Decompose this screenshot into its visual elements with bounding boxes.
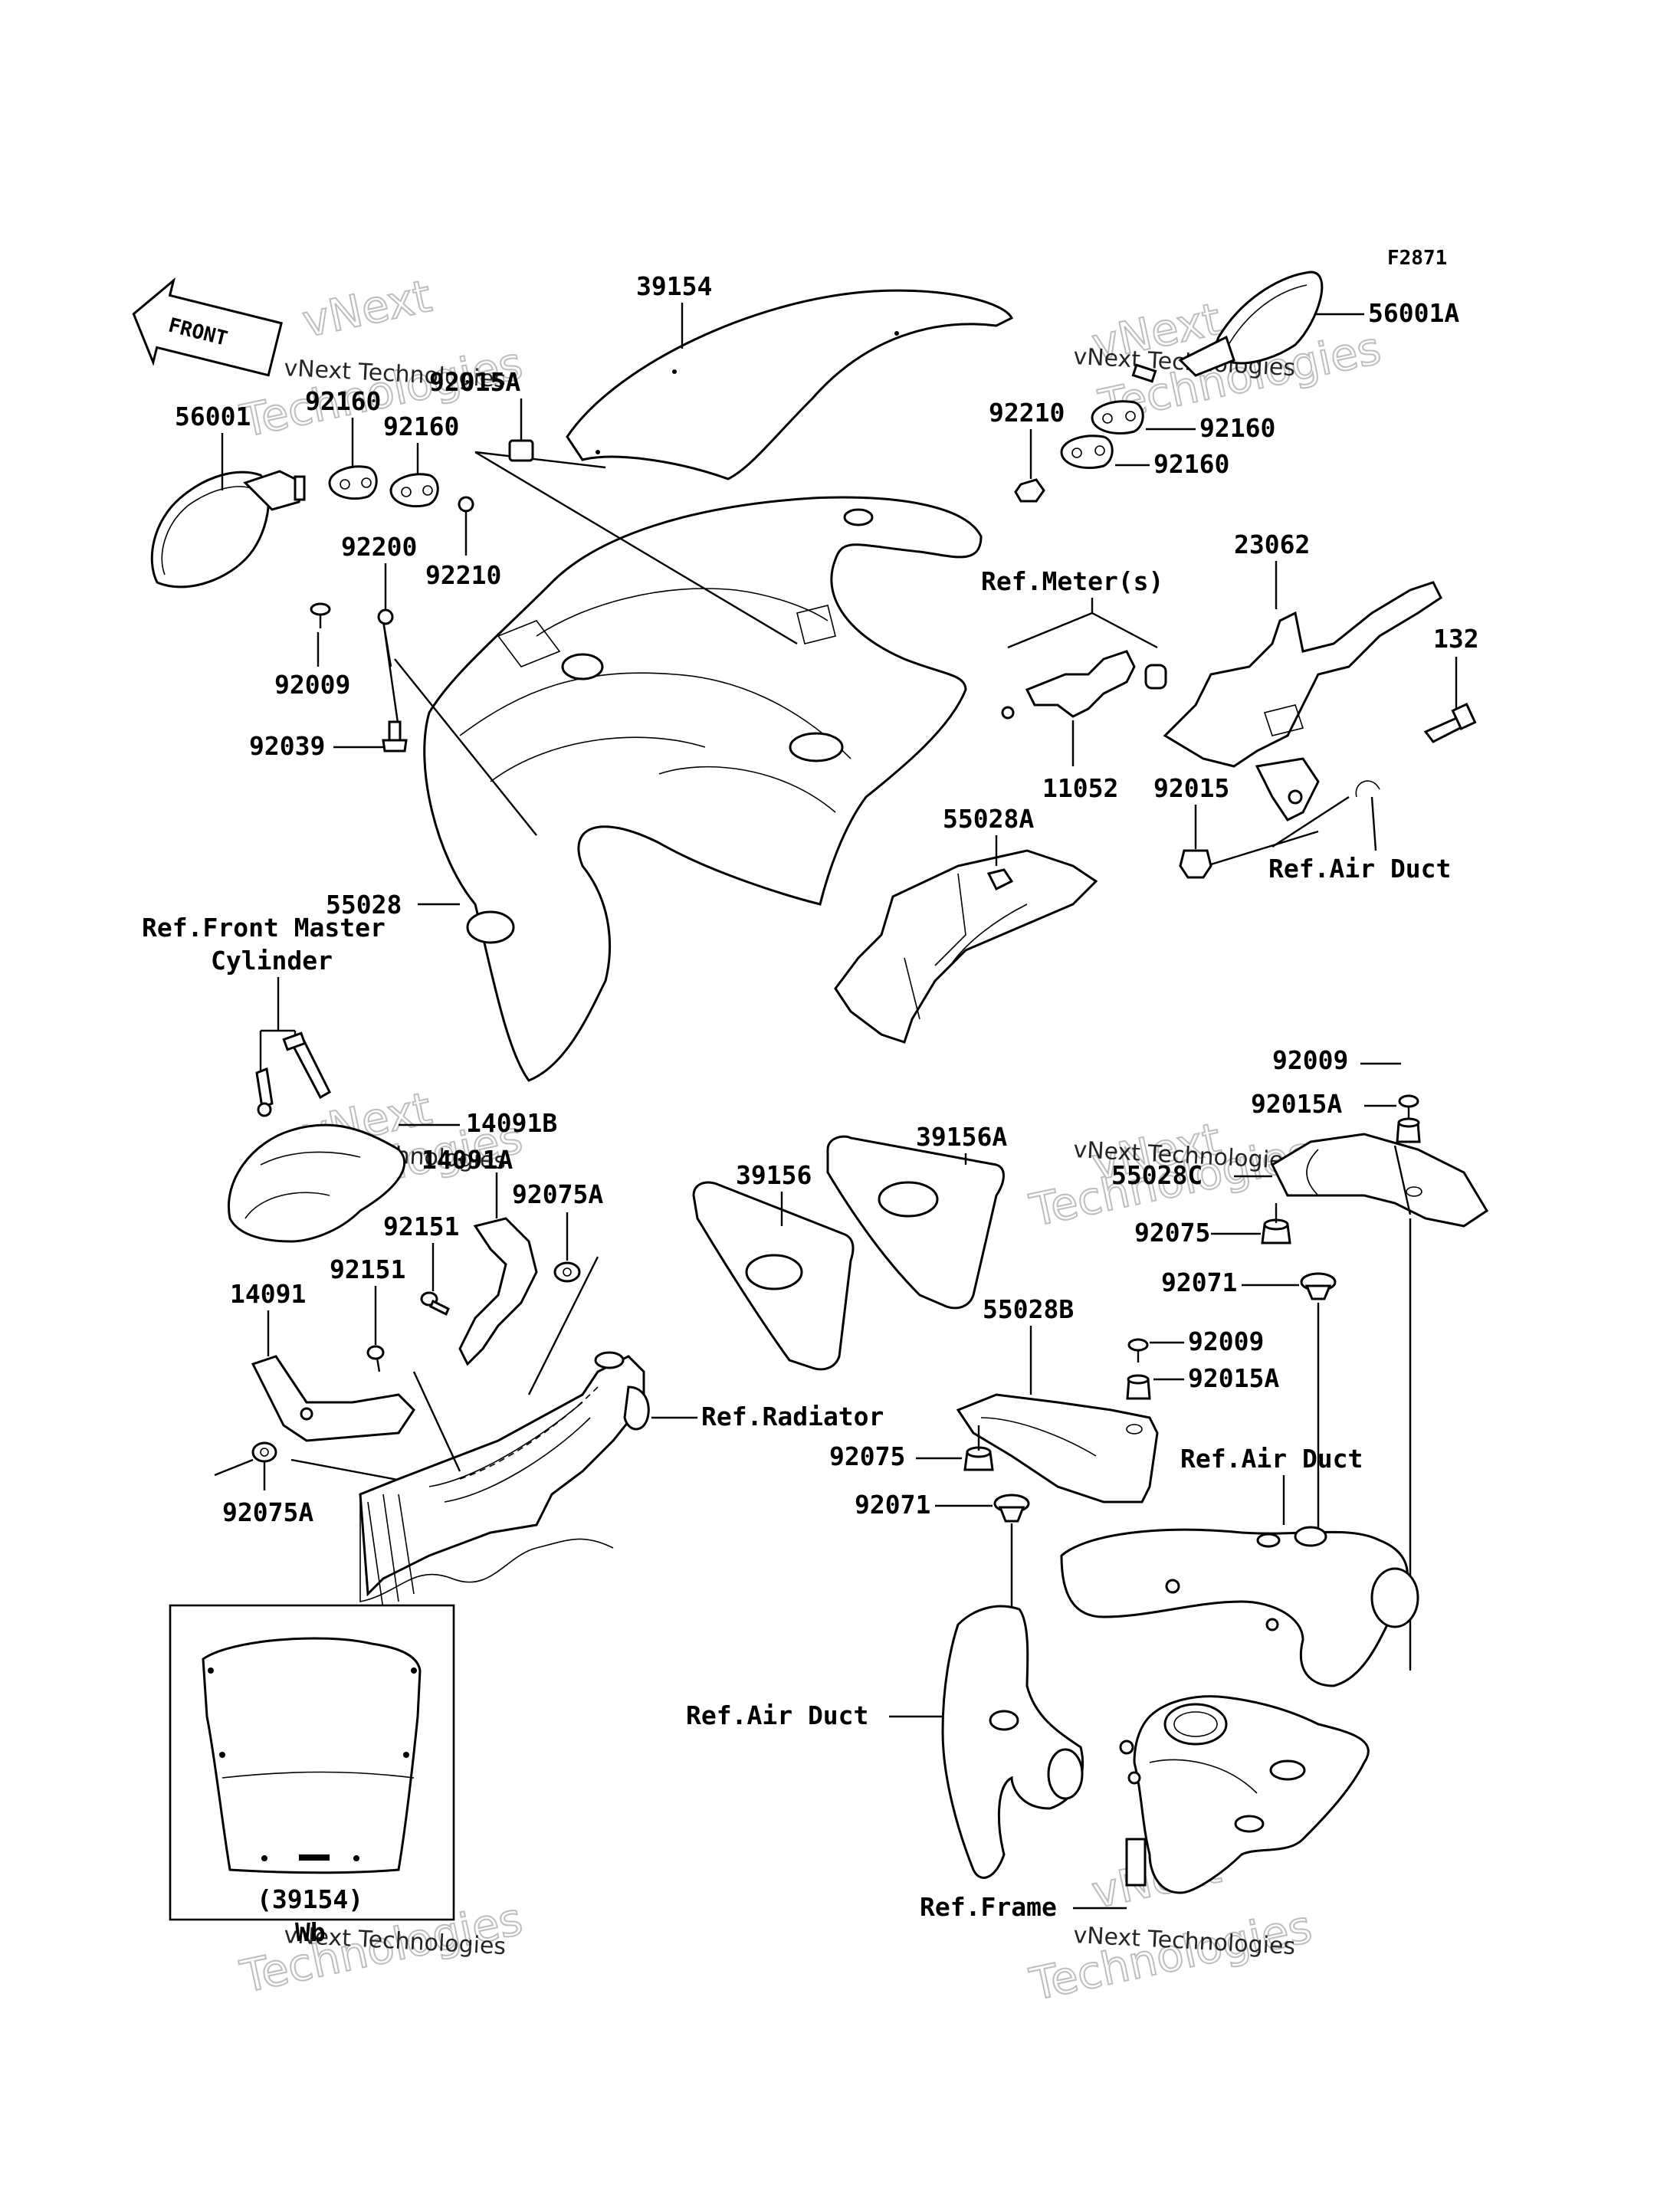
stay-bracket-part: [1163, 581, 1442, 821]
bolt-front-master-a: [255, 1067, 274, 1117]
part-label-92075A-a: 92075A: [512, 1179, 603, 1209]
washer-92160-left-a: [328, 465, 378, 500]
part-label-92009-b: 92009: [1272, 1045, 1348, 1075]
front-arrow-icon: FRONT: [132, 277, 283, 377]
part-label-92071-b: 92071: [855, 1490, 930, 1520]
windscreen-part: [566, 289, 1014, 480]
left-mirror-part: [150, 470, 306, 589]
part-label-92160-b: 92160: [383, 412, 459, 441]
part-label-92071-a: 92071: [1161, 1267, 1237, 1297]
part-label-14091B: 14091B: [466, 1108, 557, 1138]
part-label-92075-b: 92075: [829, 1441, 905, 1471]
grommet-92075A-upper: [553, 1261, 581, 1283]
part-label-55028B: 55028B: [983, 1294, 1074, 1324]
part-label-56001A: 56001A: [1368, 298, 1459, 328]
ref-frame: Ref.Frame: [920, 1892, 1057, 1922]
radiator-part: [359, 1351, 650, 1610]
grommet-92015: [1179, 849, 1212, 879]
watermark-top-left: vNext Technologies vNext Technologies: [235, 269, 528, 448]
part-label-92151-a: 92151: [383, 1212, 459, 1241]
part-label-92015A-c: 92015A: [1188, 1363, 1279, 1393]
inner-cover-55028A-part: [834, 849, 1098, 1044]
right-mirror-part: [1131, 271, 1324, 383]
ref-air-duct-3: Ref.Air Duct: [686, 1700, 868, 1730]
part-label-92200: 92200: [341, 532, 417, 562]
part-label-56001: 56001: [175, 402, 251, 431]
grommet-92075A-lower: [251, 1441, 277, 1463]
part-label-92160-c: 92160: [1199, 413, 1275, 443]
part-label-23062: 23062: [1234, 530, 1310, 559]
screw-92009-left: [310, 602, 331, 628]
part-label-39156A: 39156A: [916, 1122, 1007, 1152]
grommet-92015A-top: [508, 439, 534, 462]
grommet-92071-right-top: [1300, 1272, 1337, 1300]
air-duct-right-part: [1060, 1526, 1419, 1687]
ref-meter: Ref.Meter(s): [981, 566, 1163, 596]
part-label-92160-d: 92160: [1153, 449, 1229, 479]
grommet-92015A-right-top: [1396, 1117, 1421, 1143]
ref-front-master-cylinder: Cylinder: [211, 946, 333, 976]
nut-92210-right: [1014, 478, 1045, 503]
part-label-55028C: 55028C: [1111, 1160, 1203, 1190]
figure-code: F2871: [1387, 247, 1447, 270]
screw-92009-right-top: [1398, 1094, 1419, 1119]
ref-air-duct-2: Ref.Air Duct: [1180, 1444, 1363, 1474]
frame-part: [1119, 1695, 1370, 1894]
nut-92210-left: [458, 496, 474, 513]
washer-92200: [377, 608, 394, 625]
lower-cowl-14091B-part: [228, 1123, 406, 1243]
watermark-big-text: vNext: [298, 270, 436, 348]
upper-fairing-part: [423, 496, 983, 1082]
part-label-92009-a: 92009: [274, 670, 350, 700]
pad-39156-part: [692, 1181, 855, 1371]
washer-92160-left-b: [389, 473, 439, 508]
part-label-92009-c: 92009: [1188, 1326, 1264, 1356]
air-duct-left-part: [941, 1605, 1084, 1879]
part-label-92039: 92039: [249, 731, 325, 761]
screw-92151-a: [420, 1291, 450, 1317]
windscreen-inset-box: [169, 1604, 455, 1921]
part-label-55028: 55028: [326, 890, 402, 920]
pad-39156A-part: [826, 1135, 1005, 1310]
bolt-92039: [382, 720, 408, 753]
part-label-92075-a: 92075: [1134, 1218, 1210, 1248]
ref-front-master: Ref.Front Master: [142, 913, 386, 943]
part-label-92075A-b: 92075A: [222, 1497, 313, 1527]
part-label-92151-b: 92151: [330, 1254, 405, 1284]
grommet-92071-right-mid: [993, 1494, 1030, 1523]
screw-92151-b: [366, 1345, 385, 1372]
part-label-92210-b: 92210: [989, 398, 1065, 428]
inset-note: Wb: [295, 1917, 326, 1947]
part-label-92015A-a: 92015A: [429, 367, 520, 397]
part-label-14091A: 14091A: [422, 1145, 513, 1175]
part-label-55028A: 55028A: [943, 804, 1034, 834]
part-label-11052: 11052: [1042, 773, 1118, 803]
part-label-92160-a: 92160: [305, 386, 381, 416]
bolt-132: [1423, 702, 1477, 743]
ref-radiator: Ref.Radiator: [701, 1402, 884, 1431]
part-label-39154-inset: (39154): [257, 1884, 363, 1914]
part-label-132: 132: [1433, 624, 1479, 654]
part-label-92210-a: 92210: [425, 560, 501, 590]
bracket-14091A-part: [458, 1217, 538, 1366]
part-label-92015: 92015: [1153, 773, 1229, 803]
part-label-39156: 39156: [736, 1160, 812, 1190]
part-label-92015A-b: 92015A: [1251, 1089, 1342, 1119]
grommet-92075-right-mid: [963, 1446, 994, 1471]
grommet-92015A-right-mid: [1126, 1374, 1151, 1400]
washer-92160-right-a: [1091, 400, 1144, 435]
meter-bracket-part: [1001, 650, 1167, 720]
ref-air-duct-1: Ref.Air Duct: [1268, 854, 1451, 884]
washer-92160-right-b: [1060, 434, 1114, 470]
bracket-14091-part: [251, 1355, 415, 1442]
part-label-14091: 14091: [230, 1279, 306, 1309]
inner-cover-55028C-part: [1271, 1133, 1489, 1228]
inner-cover-55028B-part: [956, 1393, 1159, 1503]
bolt-front-master-b: [282, 1031, 331, 1100]
part-label-39154: 39154: [636, 271, 712, 301]
screw-92009-right-mid: [1127, 1338, 1149, 1362]
grommet-92075-right-top: [1261, 1218, 1291, 1244]
